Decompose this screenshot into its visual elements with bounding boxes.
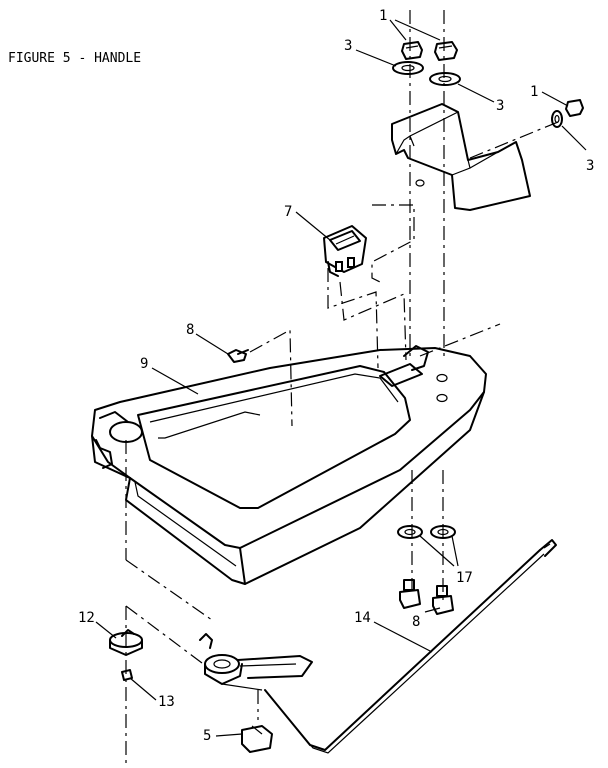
nut-1-right <box>434 41 458 61</box>
callout-8-upper: 8 <box>186 322 194 338</box>
callout-5: 5 <box>203 728 211 744</box>
callout-3-top-right: 3 <box>496 98 504 114</box>
mounting-bracket <box>391 103 531 211</box>
callout-12: 12 <box>78 610 95 626</box>
callout-17: 17 <box>456 570 473 586</box>
callout-3-side: 3 <box>586 158 594 174</box>
nut-1-left <box>401 41 423 60</box>
switch-wire-path <box>371 204 415 283</box>
knob-lever-axis <box>125 605 207 667</box>
switch-axis-path-2 <box>339 281 407 361</box>
screw-8-lower-right <box>432 585 454 615</box>
screw-8-upper <box>227 349 249 363</box>
figure-title: FIGURE 5 - HANDLE <box>8 51 141 66</box>
side-axis <box>469 121 559 159</box>
screw-axis-upper <box>249 328 293 427</box>
callout-9: 9 <box>140 356 148 372</box>
callout-8-lower: 8 <box>412 614 420 630</box>
washer-17-right <box>430 525 456 539</box>
side-washer-3 <box>551 110 563 128</box>
callout-14: 14 <box>354 610 371 626</box>
callout-1-top: 1 <box>379 8 387 24</box>
washer-3-left <box>392 61 424 75</box>
side-nut-1 <box>565 99 584 117</box>
washer-17-left <box>397 525 423 539</box>
cable-rod-14 <box>264 539 557 754</box>
screw-13 <box>121 669 133 681</box>
callout-1-side: 1 <box>530 84 538 100</box>
switch-axis-path <box>327 268 379 369</box>
washer-3-right <box>429 72 461 86</box>
base-axis-right <box>419 323 501 357</box>
lever-arm <box>199 633 313 691</box>
leader-lines <box>95 19 587 737</box>
callout-3-top-left: 3 <box>344 38 352 54</box>
screw-8-lower-left <box>399 579 421 609</box>
base-axis-diag <box>125 559 213 621</box>
callout-7: 7 <box>284 204 292 220</box>
handle-base-9 <box>91 345 487 585</box>
connector-5 <box>241 725 273 753</box>
rocker-switch-7 <box>323 225 367 277</box>
callout-labels: 1 3 3 1 3 7 8 9 17 8 14 12 13 5 <box>78 8 594 744</box>
callout-13: 13 <box>158 694 175 710</box>
